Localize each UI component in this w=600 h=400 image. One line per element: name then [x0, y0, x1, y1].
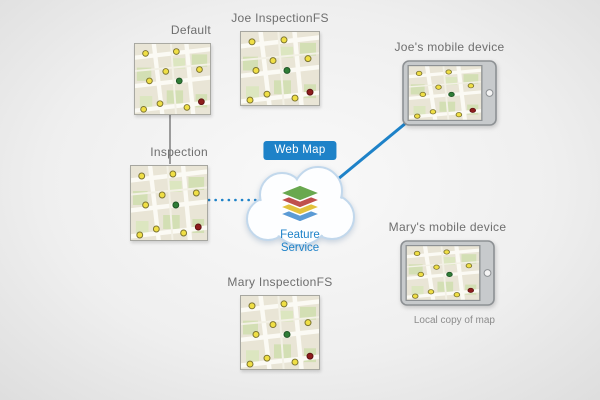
node-default: Default [134, 21, 211, 115]
node-mary-inspectionfs: Mary InspectionFS [227, 273, 332, 370]
tablet-device-icon [402, 60, 497, 126]
feature-service-cloud: Web Map Feature Service [238, 141, 362, 255]
node-inspection-label: Inspection [150, 145, 208, 159]
map-thumbnail [240, 295, 320, 370]
node-mary-device-label: Mary's mobile device [388, 220, 507, 234]
map-thumbnail [134, 43, 211, 115]
web-map-badge: Web Map [263, 141, 337, 160]
tablet-device-icon [400, 240, 495, 306]
node-mary-device: Mary's mobile device Local copy of map [389, 218, 506, 328]
node-mary-inspectionfs-label: Mary InspectionFS [227, 275, 333, 289]
feature-service-label: Feature Service [280, 228, 320, 254]
map-layers-icon [277, 184, 323, 223]
local-copy-caption: Local copy of map [413, 315, 495, 326]
connector-cloud-to-joe-device [331, 116, 413, 186]
node-joe-inspectionfs-label: Joe InspectionFS [231, 11, 329, 25]
map-thumbnail [240, 31, 320, 106]
node-default-label: Default [170, 23, 211, 37]
node-joe-device-label: Joe's mobile device [394, 40, 505, 54]
home-button-icon [485, 89, 494, 97]
cloud-icon [246, 166, 355, 246]
map-thumbnail [130, 165, 208, 241]
node-joe-device: Joe's mobile device [394, 38, 504, 126]
node-joe-inspectionfs: Joe InspectionFS [231, 9, 328, 106]
node-inspection: Inspection [130, 143, 208, 241]
home-button-icon [483, 269, 492, 277]
